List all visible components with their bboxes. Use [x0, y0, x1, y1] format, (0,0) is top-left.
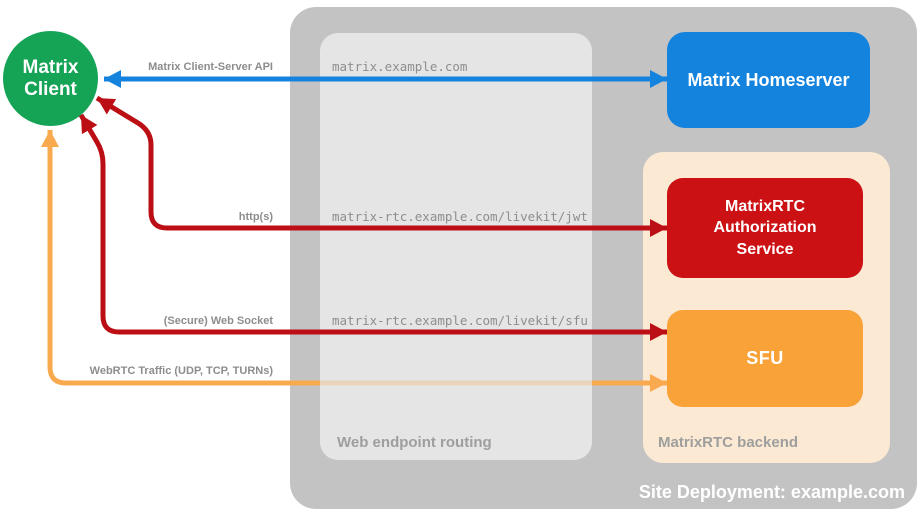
webrtc-traffic-label: WebRTC Traffic (UDP, TCP, TURNs): [89, 365, 273, 377]
web-endpoint-routing-label: Web endpoint routing: [337, 434, 492, 451]
endpoint-url-livekit-jwt: matrix-rtc.example.com/livekit/jwt: [332, 209, 588, 224]
matrix-client-label-line1: Matrix: [22, 56, 79, 78]
matrixrtc-auth-service-label: MatrixRTC Authorization Service: [713, 197, 817, 258]
sfu-node: SFU: [667, 310, 863, 407]
site-deployment-title: Site Deployment: example.com: [638, 482, 905, 502]
matrix-homeserver-label: Matrix Homeserver: [687, 69, 850, 90]
websocket-label: (Secure) Web Socket: [163, 315, 273, 327]
endpoint-url-livekit-sfu: matrix-rtc.example.com/livekit/sfu: [332, 313, 588, 328]
matrix-client-node: Matrix Client: [3, 31, 98, 126]
matrix-homeserver-node: Matrix Homeserver: [667, 32, 870, 128]
matrix-client-label-line2: Client: [24, 78, 77, 100]
matrixrtc-auth-service-node: MatrixRTC Authorization Service: [667, 178, 863, 278]
sfu-label: SFU: [746, 348, 784, 368]
https-label: http(s): [238, 211, 273, 223]
webrtc-traffic-arrow-client-segment: [41, 130, 320, 386]
matrixrtc-backend-label: MatrixRTC backend: [658, 434, 799, 451]
web-endpoint-routing-box: [320, 33, 592, 460]
endpoint-url-homeserver: matrix.example.com: [332, 59, 468, 74]
